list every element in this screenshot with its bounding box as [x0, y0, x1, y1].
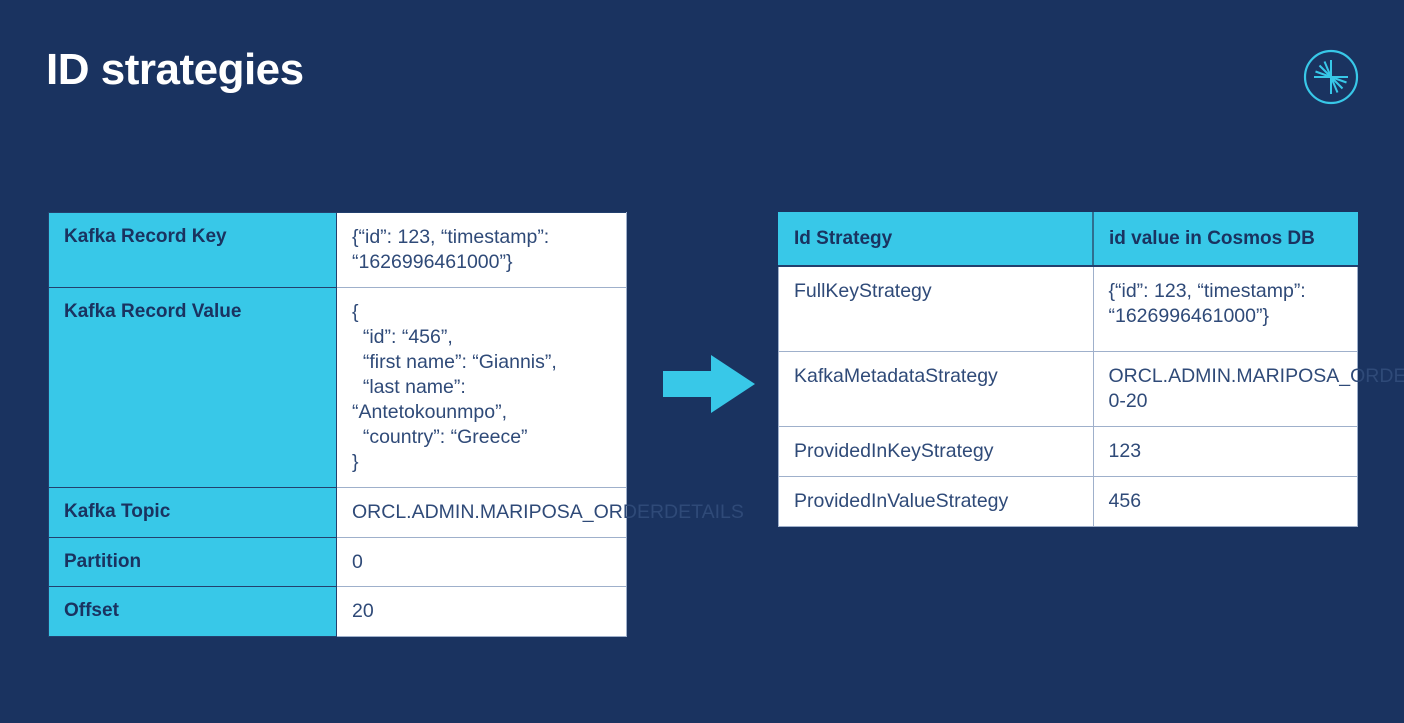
row-key: Kafka Record Value — [48, 286, 337, 488]
right-arrow — [663, 355, 755, 413]
row-value: 0 — [336, 536, 627, 588]
id-strategy-table: Id Strategy id value in Cosmos DB FullKe… — [778, 212, 1404, 528]
row-key: Partition — [48, 536, 337, 588]
page-title: ID strategies — [46, 45, 304, 94]
table-row: FullKeyStrategy {“id”: 123, “timestamp”:… — [778, 265, 1358, 353]
confluent-logo — [1302, 48, 1360, 106]
kafka-record-table: Kafka Record Key {“id”: 123, “timestamp”… — [48, 212, 744, 638]
table-row: Offset 20 — [48, 586, 627, 638]
table-header-row: Id Strategy id value in Cosmos DB — [778, 212, 1358, 268]
table-row: Partition 0 — [48, 536, 627, 588]
table-row: Kafka Record Key {“id”: 123, “timestamp”… — [48, 212, 627, 288]
row-value: 20 — [336, 586, 627, 638]
row-value: ORCL.ADMIN.MARIPOSA_ORDERDETAILS — [336, 486, 744, 538]
table-row: ProvidedInValueStrategy 456 — [778, 476, 1358, 528]
row-value: {“id”: 123, “timestamp”: “1626996461000”… — [336, 212, 627, 288]
right-arrow-icon — [663, 355, 755, 413]
row-key: Kafka Topic — [48, 486, 337, 538]
row-id-value: ORCL.ADMIN.MARIPOSA_ORDERDETAILS-0-20 — [1092, 351, 1404, 428]
table-row: Kafka Record Value { “id”: “456”, “first… — [48, 286, 627, 488]
row-id-value: 123 — [1092, 426, 1358, 478]
confluent-logo-icon — [1303, 49, 1359, 105]
row-value: { “id”: “456”, “first name”: “Giannis”, … — [336, 286, 627, 488]
row-id-value: 456 — [1092, 476, 1358, 528]
row-id-value: {“id”: 123, “timestamp”: “1626996461000”… — [1092, 265, 1358, 353]
row-strategy: KafkaMetadataStrategy — [778, 351, 1094, 428]
table-row: ProvidedInKeyStrategy 123 — [778, 426, 1358, 478]
column-header-id-value: id value in Cosmos DB — [1092, 212, 1358, 268]
row-strategy: ProvidedInValueStrategy — [778, 476, 1094, 528]
table-row: Kafka Topic ORCL.ADMIN.MARIPOSA_ORDERDET… — [48, 486, 744, 538]
table-row: KafkaMetadataStrategy ORCL.ADMIN.MARIPOS… — [778, 351, 1404, 428]
row-key: Offset — [48, 586, 337, 638]
column-header-id-strategy: Id Strategy — [778, 212, 1094, 268]
row-strategy: ProvidedInKeyStrategy — [778, 426, 1094, 478]
row-key: Kafka Record Key — [48, 212, 337, 288]
row-strategy: FullKeyStrategy — [778, 265, 1094, 353]
